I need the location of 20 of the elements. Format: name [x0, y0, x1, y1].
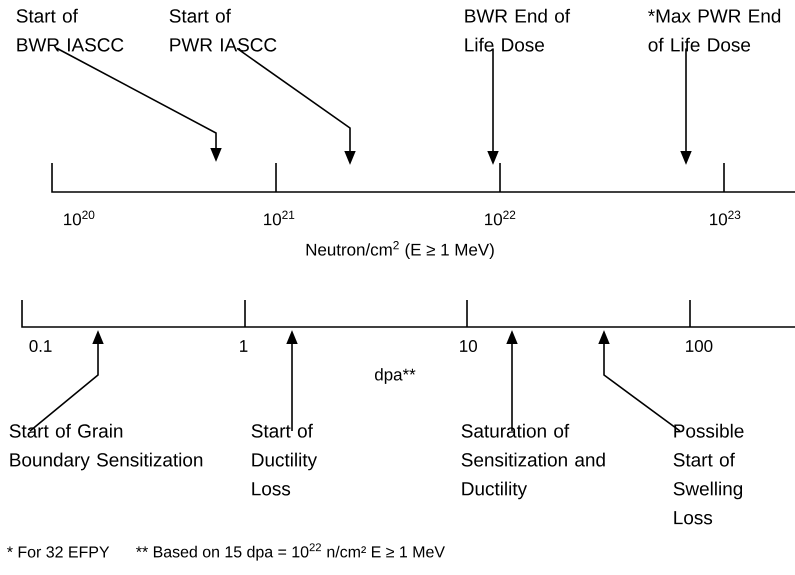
annotation-text: Possible Start of Swelling Loss: [674, 424, 744, 524]
tick-label: 10$^{22}$: [485, 210, 516, 226]
annotation-text: *Max PWR End of Life Dose: [648, 8, 780, 52]
annotation-text: Start of PWR IASCC: [170, 8, 276, 52]
footnote: ** Based on 15 dpa = 10$^{22}$ n/cm² E ≥ 1 MeV: [136, 543, 445, 561]
annotation-text: Start of Ductility Loss: [252, 424, 318, 496]
tick-label: 10$^{20}$: [64, 210, 94, 226]
annotation-text: Start of Grain Boundary Sensitization: [10, 424, 202, 470]
axis-title: Neutron/cm$^{2}$ (E ≥ 1 MeV): [306, 240, 494, 259]
annotation-text: Start of BWR IASCC: [16, 8, 124, 52]
tick-label: 0.1: [29, 340, 52, 352]
annotation-text: BWR End of Life Dose: [465, 8, 570, 52]
annotation-text: Saturation of Sensitization and Ductility: [462, 424, 605, 500]
tick-label: 10$^{21}$: [264, 210, 294, 226]
axis-title: dpa**: [375, 368, 416, 384]
tick-label: 100: [686, 340, 712, 352]
tick-label: 10: [460, 340, 477, 352]
footnote: * For 32 EFPY: [7, 546, 110, 558]
tick-label: 10$^{23}$: [710, 210, 740, 226]
tick-label: 1: [240, 340, 248, 352]
